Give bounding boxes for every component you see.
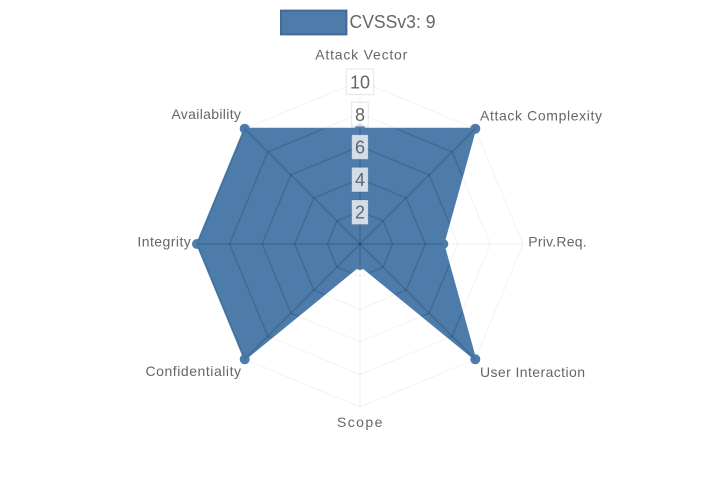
svg-text:Attack Vector: Attack Vector: [315, 47, 407, 63]
svg-text:Scope: Scope: [337, 414, 383, 430]
svg-text:2: 2: [355, 203, 365, 223]
svg-text:8: 8: [355, 105, 365, 125]
svg-text:Priv.Req.: Priv.Req.: [528, 234, 586, 250]
svg-text:CVSSv3: 9: CVSSv3: 9: [350, 12, 436, 32]
svg-text:Availability: Availability: [171, 106, 241, 122]
svg-text:User Interaction: User Interaction: [480, 364, 585, 380]
svg-text:10: 10: [350, 72, 370, 92]
svg-text:6: 6: [355, 137, 365, 157]
svg-text:4: 4: [355, 170, 365, 190]
svg-text:Confidentiality: Confidentiality: [146, 363, 242, 379]
svg-text:Integrity: Integrity: [137, 234, 190, 250]
svg-text:Attack Complexity: Attack Complexity: [480, 108, 602, 124]
